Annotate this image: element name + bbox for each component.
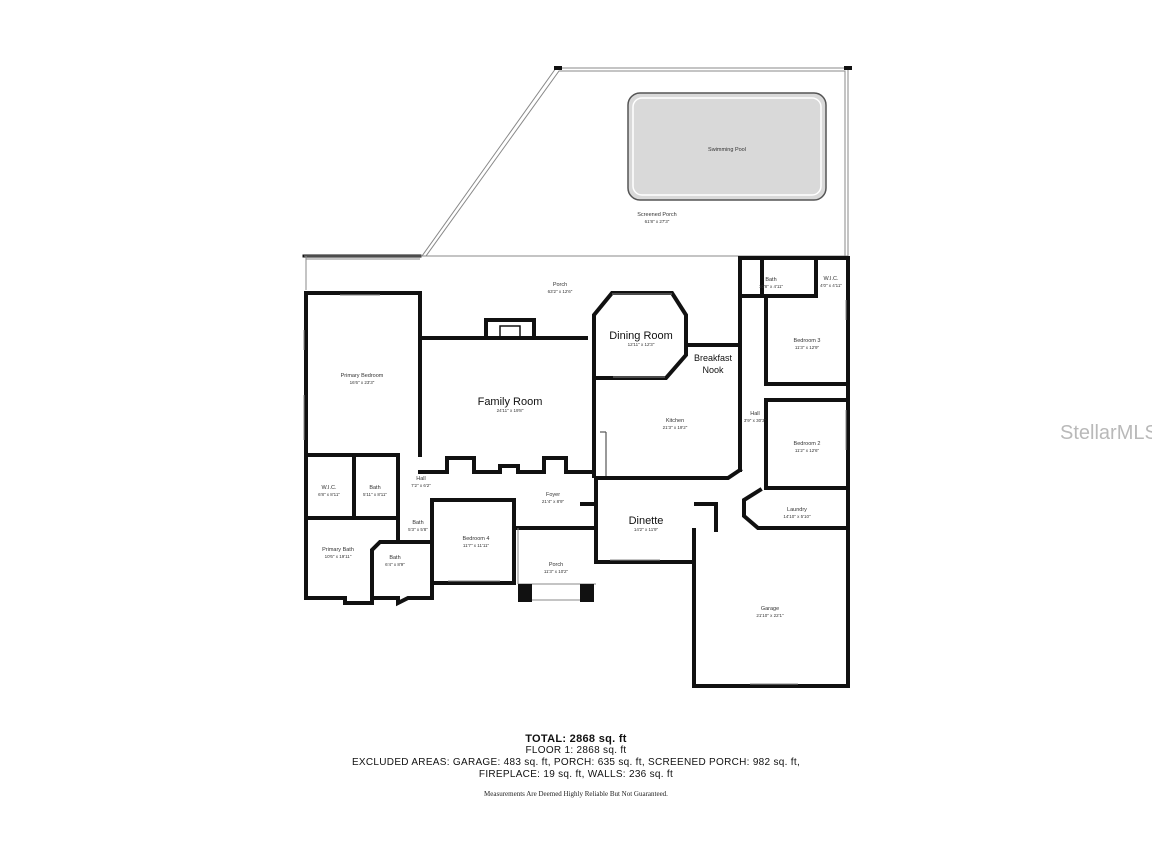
laundry-dims: 14'10" x 5'10" (783, 514, 811, 519)
breakfast-nook-name-line2: Nook (702, 365, 724, 375)
wic-left-name: W.I.C. (322, 485, 337, 491)
window-marks (303, 294, 847, 561)
bath-left-name: Bath (369, 485, 380, 491)
primary-bath-name: Primary Bath (322, 547, 354, 553)
wic-top-name: W.I.C. (824, 276, 839, 282)
bedroom-4-name: Bedroom 4 (463, 536, 490, 542)
bedroom-4-dims: 11'7" x 11'11" (463, 543, 490, 548)
hall-left-dims: 7'2" x 6'2" (411, 483, 431, 488)
wic-left-dims: 6'8" x 8'11" (318, 492, 340, 497)
porch-rear-dims: 63'2" x 12'6" (548, 289, 573, 294)
dinette-name: Dinette (629, 515, 664, 527)
swimming-pool (627, 92, 827, 201)
screened-porch-name: Screened Porch (637, 212, 676, 218)
porch-front-name: Porch (549, 562, 563, 568)
room-labels: Swimming Pool Screened Porch 61'8" x 27'… (318, 147, 842, 618)
foyer-dims: 21'4" x 8'9" (542, 499, 565, 504)
swimming-pool-name: Swimming Pool (708, 147, 746, 153)
bedroom-2-dims: 11'2" x 12'6" (795, 448, 820, 453)
bath-mid-dims: 5'3" x 5'8" (408, 527, 428, 532)
disclaimer: Measurements Are Deemed Highly Reliable … (484, 790, 668, 798)
screened-porch-dims: 61'8" x 27'3" (645, 219, 670, 224)
laundry-name: Laundry (787, 507, 807, 513)
garage-name: Garage (761, 606, 779, 612)
garage-dims: 21'10" x 22'1" (756, 613, 784, 618)
dining-room-dims: 12'11" x 12'3" (628, 342, 655, 347)
porch-front-dims: 11'3" x 10'2" (544, 569, 569, 574)
excluded-areas-cont: FIREPLACE: 19 sq. ft, WALLS: 236 sq. ft (478, 769, 674, 780)
kitchen-name: Kitchen (666, 418, 684, 424)
bath-mid-name: Bath (412, 520, 423, 526)
excluded-areas: EXCLUDED AREAS: GARAGE: 483 sq. ft, PORC… (351, 757, 801, 768)
primary-bedroom-dims: 16'6" x 23'3" (350, 380, 375, 385)
bath-left-dims: 5'11" x 8'11" (363, 492, 387, 497)
bath-top-name: Bath (765, 277, 776, 283)
family-room-dims: 24'11" x 19'8" (497, 408, 524, 413)
bedroom-3-dims: 11'3" x 12'9" (795, 345, 820, 350)
kitchen-dims: 21'3" x 19'2" (663, 425, 688, 430)
watermark: StellarMLS (1060, 422, 1152, 444)
bath-small-name: Bath (389, 555, 400, 561)
area-summary: TOTAL: 2868 sq. ft FLOOR 1: 2868 sq. ft … (0, 733, 1152, 781)
foyer-name: Foyer (546, 492, 560, 498)
floor-area: FLOOR 1: 2868 sq. ft (525, 745, 627, 756)
porch-rear-name: Porch (553, 282, 567, 288)
dining-room-name: Dining Room (609, 330, 673, 342)
bedroom-2-name: Bedroom 2 (794, 441, 821, 447)
family-room-name: Family Room (478, 396, 543, 408)
bedroom-3-name: Bedroom 3 (794, 338, 821, 344)
hall-left-name: Hall (416, 476, 425, 482)
bath-small-dims: 6'4" x 8'9" (385, 562, 405, 567)
bath-top-dims: 10'8" x 4'11" (759, 284, 784, 289)
house-walls (304, 256, 850, 688)
hall-right-dims: 3'9" x 30'3" (744, 418, 767, 423)
wic-top-dims: 4'0" x 4'11" (820, 283, 842, 288)
breakfast-nook-name-line1: Breakfast (694, 353, 733, 363)
hall-right-name: Hall (750, 411, 759, 417)
primary-bedroom-name: Primary Bedroom (341, 373, 384, 379)
primary-bath-dims: 10'6" x 19'11" (325, 554, 352, 559)
total-area: TOTAL: 2868 sq. ft (525, 733, 627, 745)
dinette-dims: 14'2" x 11'9" (634, 527, 659, 532)
